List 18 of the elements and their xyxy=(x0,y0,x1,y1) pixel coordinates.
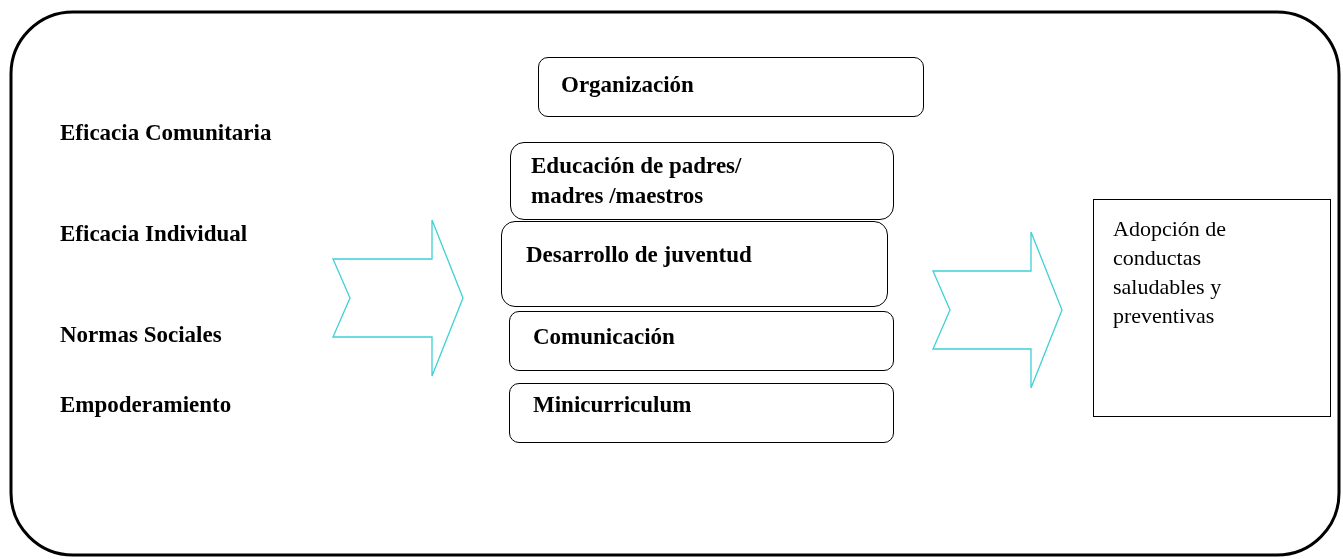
outcome-box xyxy=(1093,199,1331,417)
process-box xyxy=(509,383,894,443)
process-box xyxy=(538,57,924,117)
factor-label: Eficacia Comunitaria xyxy=(60,120,272,146)
chevron-arrow xyxy=(332,219,464,377)
box-text: Adopción de conductas saludables y preventivas xyxy=(1113,215,1228,330)
factor-label: Empoderamiento xyxy=(60,392,232,418)
box-text: Comunicación xyxy=(533,323,676,351)
box-text: Organización xyxy=(561,71,695,99)
process-box xyxy=(509,311,894,371)
box-text: Desarrollo de juventud xyxy=(526,241,753,269)
box-text: Educación de padres/ madres /maestros xyxy=(531,152,743,210)
chevron-arrow xyxy=(932,231,1063,389)
box-text: Minicurriculum xyxy=(533,391,693,419)
factor-label: Eficacia Individual xyxy=(60,221,248,247)
process-box xyxy=(501,221,888,307)
factor-label: Normas Sociales xyxy=(60,322,222,348)
process-box xyxy=(510,142,894,220)
